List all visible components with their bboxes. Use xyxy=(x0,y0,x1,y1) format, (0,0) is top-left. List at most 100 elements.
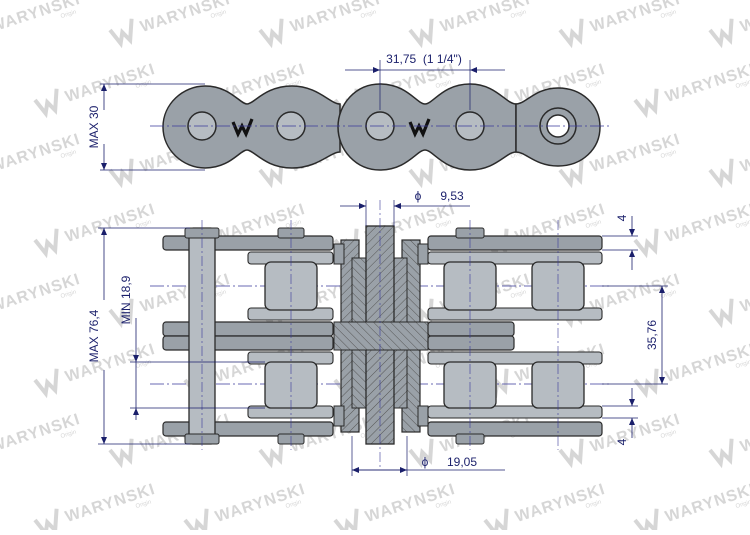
watermark-sub: Origin xyxy=(135,499,152,510)
watermark-sub: Origin xyxy=(435,499,452,510)
watermark-sub: Origin xyxy=(735,499,750,510)
watermark-w-icon xyxy=(408,18,434,49)
watermark-sub: Origin xyxy=(285,219,302,230)
watermark-w-icon xyxy=(33,228,59,259)
side-link-plate-left xyxy=(162,85,341,169)
watermark-w-icon xyxy=(33,368,59,399)
watermark-sub: Origin xyxy=(135,359,152,370)
watermark-w-icon xyxy=(33,88,59,119)
plate xyxy=(427,405,603,419)
plate xyxy=(427,421,603,437)
inner-width-dimension: MIN 18,9 xyxy=(119,275,265,420)
watermark-sub: Origin xyxy=(360,9,377,20)
inner-width-label: MIN 18,9 xyxy=(119,275,133,324)
watermark-w-icon xyxy=(108,438,134,469)
watermark-w-icon xyxy=(708,18,734,49)
watermark-w-icon xyxy=(633,508,659,535)
watermark-sub: Origin xyxy=(60,149,77,160)
section-plate-end xyxy=(417,405,429,427)
watermark-sub: Origin xyxy=(585,219,602,230)
watermark-sub: Origin xyxy=(510,9,527,20)
watermark-text: WARYNSKI xyxy=(738,411,750,456)
watermark-sub: Origin xyxy=(735,79,750,90)
watermark-sub: Origin xyxy=(210,289,227,300)
watermark-sub: Origin xyxy=(735,359,750,370)
watermark-sub: Origin xyxy=(285,499,302,510)
pitch-dimension: 31,75 (1 1/4") xyxy=(345,52,505,110)
plate-thickness-top-dimension: 4 xyxy=(602,214,638,270)
watermark-w-icon xyxy=(408,438,434,469)
watermark-sub: Origin xyxy=(510,289,527,300)
watermark-w-icon xyxy=(633,228,659,259)
watermark-w-icon xyxy=(408,158,434,189)
watermark-w-icon xyxy=(258,18,284,49)
watermark-w-icon xyxy=(258,158,284,189)
watermark-sub: Origin xyxy=(660,289,677,300)
watermark-sub: Origin xyxy=(210,9,227,20)
watermark-sub: Origin xyxy=(285,79,302,90)
watermark-sub: Origin xyxy=(660,9,677,20)
watermark-w-icon xyxy=(558,438,584,469)
overall-width-label: MAX 76,4 xyxy=(87,309,101,362)
section-plate-end xyxy=(333,321,429,351)
watermark-w-icon xyxy=(258,438,284,469)
watermark-sub: Origin xyxy=(735,219,750,230)
watermark-text: WARYNSKI xyxy=(438,0,532,36)
watermark-w-icon xyxy=(558,18,584,49)
watermark-w-icon xyxy=(633,368,659,399)
watermark-text: WARYNSKI xyxy=(738,0,750,36)
plate xyxy=(427,235,603,251)
right-link-group xyxy=(427,220,603,450)
plate xyxy=(427,335,515,351)
pin-diameter-label: 9,53 xyxy=(440,189,464,203)
section-plate-end xyxy=(333,243,345,265)
height-dimension: MAX 30 xyxy=(87,83,205,171)
watermark-text: WARYNSKI xyxy=(288,0,382,36)
watermark-sub: Origin xyxy=(660,149,677,160)
watermark-w-icon xyxy=(108,18,134,49)
watermark-text: WARYNSKI xyxy=(0,0,83,36)
plate xyxy=(427,351,603,365)
watermark-sub: Origin xyxy=(60,429,77,440)
watermark-sub: Origin xyxy=(585,499,602,510)
watermark-sub: Origin xyxy=(510,149,527,160)
section-plate-end xyxy=(417,243,429,265)
plate xyxy=(427,321,515,337)
watermark-text: WARYNSKI xyxy=(138,0,232,36)
watermark-w-icon xyxy=(558,158,584,189)
plate-thickness-bottom-dimension: 4 xyxy=(602,388,638,445)
watermark-sub: Origin xyxy=(435,79,452,90)
watermark-text: WARYNSKI xyxy=(738,271,750,316)
plate xyxy=(427,251,603,265)
plate-thickness-bottom-label: 4 xyxy=(615,438,629,445)
watermark-text: WARYNSKI xyxy=(738,131,750,176)
watermark-sub: Origin xyxy=(60,289,77,300)
watermark-w-icon xyxy=(708,438,734,469)
section-plate-end xyxy=(333,405,345,427)
transverse-pitch-label: 35,76 xyxy=(645,320,659,350)
chain-top-view xyxy=(150,200,610,470)
watermark-sub: Origin xyxy=(585,79,602,90)
chain-side-view xyxy=(150,83,610,171)
watermark-sub: Origin xyxy=(585,359,602,370)
watermark-sub: Origin xyxy=(435,359,452,370)
watermark-sub: Origin xyxy=(660,429,677,440)
diameter-symbol: ϕ xyxy=(415,189,422,203)
